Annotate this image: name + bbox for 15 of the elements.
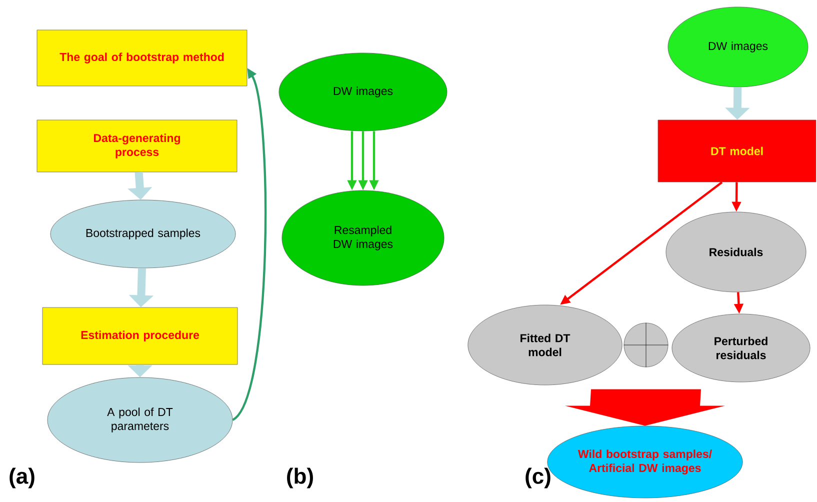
circle-plus-symbol <box>624 322 668 368</box>
ellipse-node: Perturbed residuals <box>672 314 810 382</box>
ellipse-node: Resampled DW images <box>282 190 444 286</box>
process-box: Data-generating process <box>36 120 238 172</box>
ellipse-node: DW images <box>278 52 448 132</box>
ellipse-node: A pool of DT parameters <box>47 377 233 463</box>
panel-label: (a) <box>10 468 34 488</box>
block-arrow <box>565 389 725 426</box>
ellipse-node: Bootstrapped samples <box>50 200 236 268</box>
panel-label: (b) <box>287 468 313 488</box>
ellipse-node: DW images <box>668 6 808 88</box>
process-box: DT model <box>658 120 816 182</box>
process-box: Estimation procedure <box>42 307 238 365</box>
ellipse-node: Residuals <box>666 212 806 292</box>
process-box: The goal of bootstrap method <box>36 30 248 86</box>
